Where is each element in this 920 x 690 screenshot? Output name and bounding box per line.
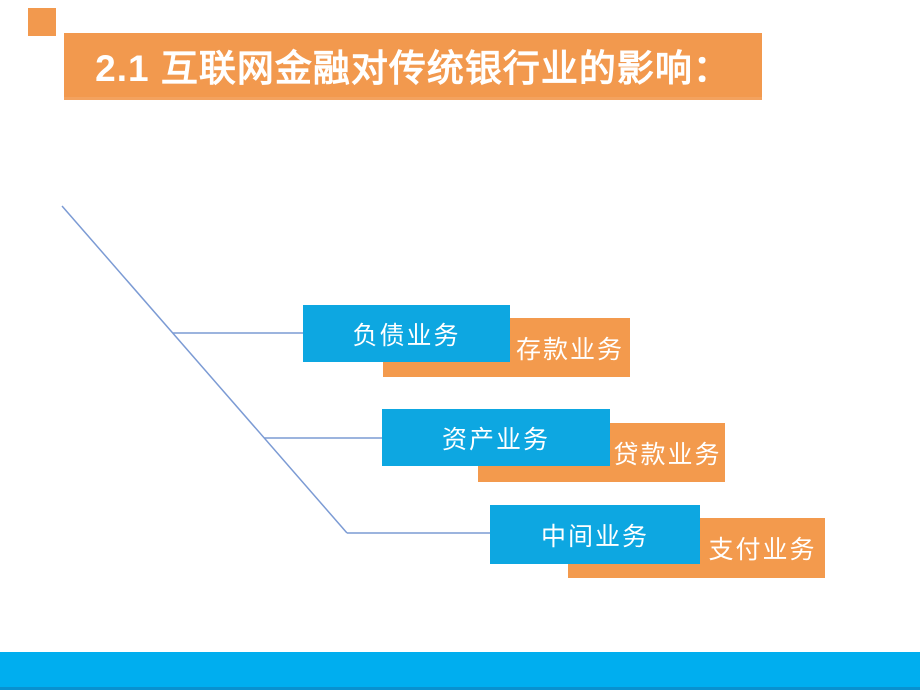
primary-box-label: 负债业务 xyxy=(352,321,461,350)
primary-box-intermediate: 中间业务 xyxy=(490,505,700,564)
title-bar: 2.1 互联网金融对传统银行业的影响： xyxy=(64,33,762,100)
secondary-box-label-area: 存款业务 xyxy=(510,318,630,377)
secondary-box-label: 贷款业务 xyxy=(613,440,722,469)
footer-bottom-edge xyxy=(0,687,920,690)
primary-box-asset: 资产业务 xyxy=(382,409,610,466)
slide-title: 2.1 互联网金融对传统银行业的影响： xyxy=(95,48,731,89)
connector-diagonal-line xyxy=(61,205,348,534)
footer-bar xyxy=(0,652,920,690)
secondary-box-label: 存款业务 xyxy=(515,335,624,364)
primary-box-liability: 负债业务 xyxy=(303,305,510,362)
secondary-box-label-area: 贷款业务 xyxy=(610,423,725,482)
primary-box-label: 中间业务 xyxy=(540,522,649,551)
primary-box-label: 资产业务 xyxy=(441,425,550,454)
secondary-box-label: 支付业务 xyxy=(708,536,817,564)
title-accent-square xyxy=(28,8,56,36)
secondary-box-label-area: 支付业务 xyxy=(700,518,825,578)
